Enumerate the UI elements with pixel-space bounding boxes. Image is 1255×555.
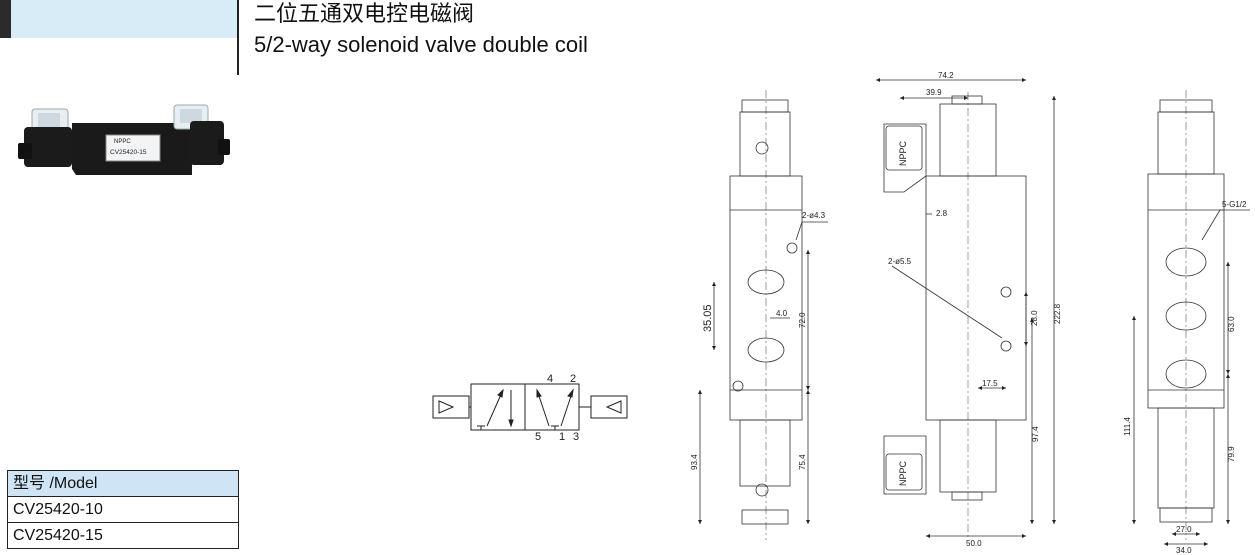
- header-divider: [237, 0, 239, 75]
- back-dim-pitch: 63.0: [1227, 316, 1236, 332]
- back-dim-height-b: 79.9: [1227, 446, 1236, 462]
- side-dim-offset: 17.5: [982, 379, 998, 388]
- header-accent: [0, 0, 11, 38]
- front-dim-height-a: 72.0: [798, 312, 807, 328]
- model-header-cell: 型号 /Model: [7, 470, 239, 497]
- product-photo: NPPC CV25420-15: [18, 104, 230, 175]
- back-view: [1132, 90, 1250, 546]
- model-cell: CV25420-10: [7, 496, 239, 523]
- valve-body: NPPC CV25420-15: [72, 123, 192, 175]
- page-title-en: 5/2-way solenoid valve double coil: [254, 32, 588, 57]
- table-row: CV25420-15: [7, 522, 239, 549]
- page-title-zh: 二位五通双电控电磁阀: [254, 1, 475, 26]
- back-dim-height-a: 111.4: [1123, 417, 1132, 436]
- side-dim-body: 50.0: [966, 539, 982, 548]
- side-dim-lower: 97.4: [1031, 426, 1040, 442]
- front-dim-pitch: 35.05: [702, 304, 714, 332]
- brand-text: NPPC: [114, 139, 131, 145]
- model-table: 型号 /Model CV25420-10 CV25420-15: [7, 470, 239, 549]
- port-label-2: 2: [570, 373, 576, 385]
- front-dim-hole: 2-ø4.3: [802, 211, 826, 220]
- front-dim-height-c: 75.4: [798, 454, 807, 470]
- model-table-header: 型号 /Model: [7, 470, 239, 497]
- port-label-4: 4: [547, 373, 553, 385]
- front-dim-offset: 4.0: [776, 309, 788, 318]
- side-dim-total: 222.8: [1053, 303, 1062, 324]
- dimension-drawing: 2-ø4.3 35.05 4.0 72.0 93.4 75.4 74.2 39.…: [690, 71, 1250, 555]
- port-label-5: 5: [535, 431, 541, 442]
- side-dim-width: 74.2: [938, 71, 954, 80]
- port-label-3: 3: [573, 431, 579, 442]
- front-dim-height-b: 93.4: [690, 454, 699, 470]
- side-dim-coil: 39.9: [926, 88, 942, 97]
- table-row: CV25420-10: [7, 496, 239, 523]
- valve-symbol: 4 2 5 1 3: [432, 373, 628, 442]
- coil-left: [18, 108, 72, 167]
- coil-brand-label-bottom: NPPC: [898, 460, 908, 486]
- coil-right: [173, 104, 230, 165]
- side-dim-hole: 2-ø5.5: [888, 257, 912, 266]
- model-cell: CV25420-15: [7, 522, 239, 549]
- back-dim-width-b: 34.0: [1176, 546, 1192, 555]
- side-dim-step: 2.8: [936, 209, 948, 218]
- coil-brand-label-top: NPPC: [898, 140, 908, 166]
- port-label-1: 1: [559, 431, 565, 442]
- side-dim-pitch: 28.0: [1030, 310, 1039, 326]
- side-view: [876, 78, 1056, 540]
- back-dim-width-a: 27.0: [1176, 525, 1192, 534]
- back-dim-ports: 5-G1/2: [1222, 200, 1247, 209]
- front-view: [698, 90, 828, 540]
- header-band: [0, 0, 237, 38]
- model-text: CV25420-15: [110, 149, 147, 156]
